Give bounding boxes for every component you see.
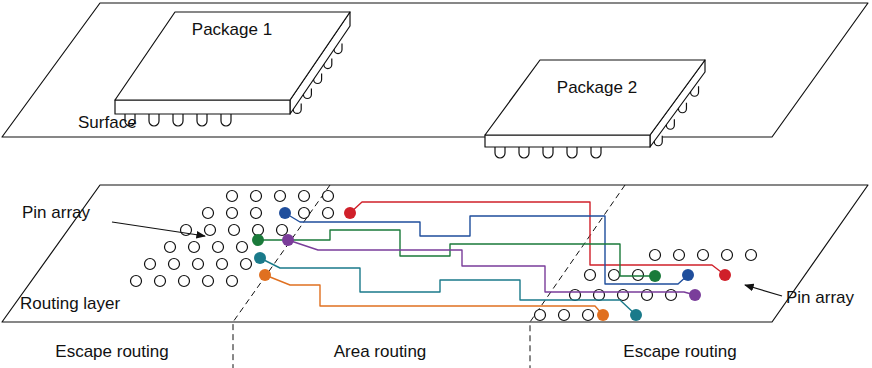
routing-layer-plane (2, 185, 868, 322)
region-label: Escape routing (55, 343, 168, 362)
callout-label: Pin array (786, 289, 854, 308)
package-2 (485, 60, 705, 147)
surface-plane (2, 3, 868, 137)
region-label: Escape routing (623, 343, 736, 362)
routed-pins (252, 207, 731, 321)
routes (258, 202, 725, 315)
package-label: Package 2 (557, 79, 637, 98)
package-label: Package 1 (192, 21, 272, 40)
package-1 (115, 12, 350, 114)
leader-arrow (112, 222, 782, 296)
plane-label: Surface (78, 114, 137, 133)
callout-label: Pin array (22, 204, 90, 223)
region-label: Area routing (334, 343, 427, 362)
plane-label: Routing layer (20, 295, 120, 314)
region-divider (233, 185, 625, 368)
pin-holes (131, 191, 757, 321)
